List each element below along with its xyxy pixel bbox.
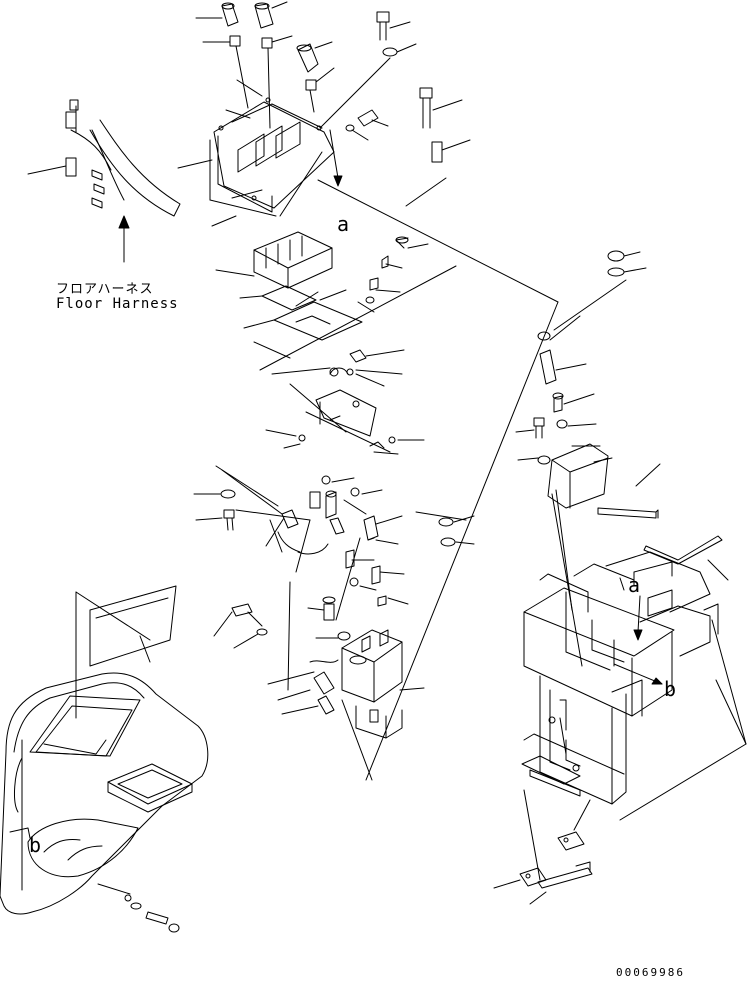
cable-and-posts <box>346 550 408 606</box>
floor-harness-label-jp: フロアハーネス <box>56 282 154 297</box>
guidelines-upper <box>254 178 558 452</box>
lever-switch-assembly <box>222 470 402 572</box>
drawing-number: 00069986 <box>616 966 685 979</box>
knob-shafts <box>236 46 390 186</box>
reference-letter-a-right: a <box>628 573 641 597</box>
valve-body <box>214 597 424 738</box>
spring-bracket <box>266 368 424 454</box>
small-pins <box>347 237 428 407</box>
right-fasteners <box>439 251 646 546</box>
console-frame <box>522 552 746 820</box>
switch-plates <box>216 232 362 340</box>
floor-cover <box>0 586 208 932</box>
guidelines-lower <box>216 302 558 780</box>
reference-letter-b-left: b <box>29 833 42 857</box>
floor-harness <box>28 100 180 262</box>
reference-letter-a-top: a <box>337 212 350 236</box>
floor-harness-label-en: Floor Harness <box>56 296 179 312</box>
lever-bolts <box>194 490 235 530</box>
top-knobs <box>222 3 318 90</box>
top-cover-assembly <box>210 98 334 216</box>
top-bolts <box>346 12 442 162</box>
hex-wrenches <box>598 464 728 580</box>
reference-letter-b-right: b <box>664 677 677 701</box>
leader-lines-top <box>178 2 470 226</box>
lower-brackets <box>494 490 592 904</box>
